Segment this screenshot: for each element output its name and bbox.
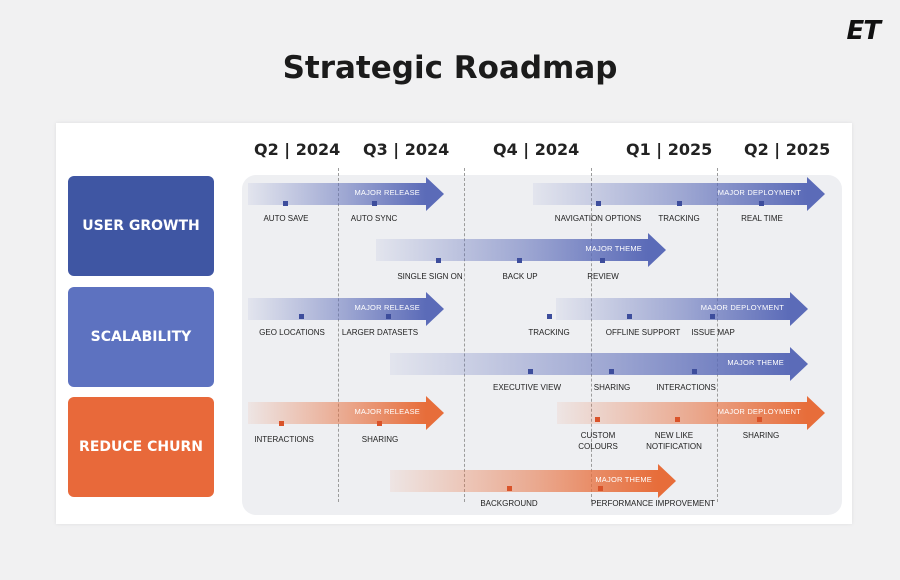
milestone-label: PERFORMANCE IMPROVEMENT — [590, 499, 716, 508]
milestone-marker — [507, 486, 512, 491]
category-reduce-churn: REDUCE CHURN — [68, 397, 214, 497]
arrow-major-release: MAJOR RELEASE — [248, 396, 444, 430]
milestone-marker — [283, 201, 288, 206]
milestone-marker — [377, 421, 382, 426]
milestone-marker — [299, 314, 304, 319]
milestone-marker — [609, 369, 614, 374]
milestone-label: INTERACTIONS — [254, 435, 314, 444]
quarter-divider — [717, 168, 718, 502]
milestone-label: SHARING — [361, 435, 399, 444]
milestone-marker — [372, 201, 377, 206]
milestone-label: ISSUE MAP — [691, 328, 735, 337]
milestone-label: NEW LIKE — [654, 431, 694, 440]
quarter-q4-2024: Q4 | 2024 — [493, 140, 580, 159]
milestone-marker — [675, 417, 680, 422]
milestone-marker — [436, 258, 441, 263]
arrow-label: MAJOR RELEASE — [354, 188, 420, 197]
milestone-marker — [595, 417, 600, 422]
milestone-label: EXECUTIVE VIEW — [492, 383, 562, 392]
quarter-q1-2025: Q1 | 2025 — [626, 140, 713, 159]
milestone-marker — [279, 421, 284, 426]
milestone-marker — [600, 258, 605, 263]
milestone-marker — [692, 369, 697, 374]
arrow-major-theme: MAJOR THEME — [376, 233, 666, 267]
milestone-marker — [596, 201, 601, 206]
quarter-q2-2025: Q2 | 2025 — [744, 140, 831, 159]
arrow-label: MAJOR THEME — [727, 358, 784, 367]
milestone-marker — [386, 314, 391, 319]
milestone-marker — [598, 486, 603, 491]
milestone-marker — [677, 201, 682, 206]
quarter-divider — [338, 168, 339, 502]
milestone-label: LARGER DATASETS — [341, 328, 419, 337]
milestone-marker — [757, 417, 762, 422]
arrow-label: MAJOR THEME — [595, 475, 652, 484]
quarter-q2-2024: Q2 | 2024 — [254, 140, 341, 159]
milestone-label: OFFLINE SUPPORT — [605, 328, 681, 337]
arrow-label: MAJOR RELEASE — [354, 303, 420, 312]
milestone-label: BACKGROUND — [480, 499, 538, 508]
arrow-label: MAJOR DEPLOYMENT — [717, 188, 801, 197]
category-scalability: SCALABILITY — [68, 287, 214, 387]
page-title: Strategic Roadmap — [282, 50, 618, 86]
milestone-label: SHARING — [593, 383, 631, 392]
arrow-major-deployment: MAJOR DEPLOYMENT — [556, 292, 808, 326]
milestone-marker — [547, 314, 552, 319]
milestone-label: CUSTOM — [580, 431, 616, 440]
milestone-label: AUTO SAVE — [263, 214, 309, 223]
arrow-major-release: MAJOR RELEASE — [248, 292, 444, 326]
milestone-label: INTERACTIONS — [656, 383, 716, 392]
milestone-label: TRACKING — [658, 214, 700, 223]
quarter-q3-2024: Q3 | 2024 — [363, 140, 450, 159]
milestone-label: NAVIGATION OPTIONS — [554, 214, 642, 223]
arrow-major-deployment: MAJOR DEPLOYMENT — [557, 396, 825, 430]
quarter-divider — [464, 168, 465, 502]
arrow-major-theme: MAJOR THEME — [390, 464, 676, 498]
timeline-band — [242, 175, 842, 515]
milestone-marker — [759, 201, 764, 206]
milestone-marker — [627, 314, 632, 319]
milestone-marker — [528, 369, 533, 374]
milestone-label: REAL TIME — [741, 214, 783, 223]
milestone-label: REVIEW — [587, 272, 619, 281]
arrow-major-deployment: MAJOR DEPLOYMENT — [533, 177, 825, 211]
milestone-marker — [710, 314, 715, 319]
arrow-label: MAJOR RELEASE — [354, 407, 420, 416]
arrow-label: MAJOR DEPLOYMENT — [717, 407, 801, 416]
milestone-label: TRACKING — [528, 328, 570, 337]
arrow-major-theme: MAJOR THEME — [390, 347, 808, 381]
quarter-divider — [591, 168, 592, 502]
milestone-label: COLOURS — [578, 442, 618, 451]
arrow-major-release: MAJOR RELEASE — [248, 177, 444, 211]
milestone-label: NOTIFICATION — [646, 442, 702, 451]
milestone-label: SHARING — [742, 431, 780, 440]
milestone-label: GEO LOCATIONS — [259, 328, 325, 337]
arrow-label: MAJOR DEPLOYMENT — [700, 303, 784, 312]
arrow-label: MAJOR THEME — [585, 244, 642, 253]
milestone-label: AUTO SYNC — [350, 214, 398, 223]
milestone-label: SINGLE SIGN ON — [397, 272, 463, 281]
category-user-growth: USER GROWTH — [68, 176, 214, 276]
milestone-marker — [517, 258, 522, 263]
milestone-label: BACK UP — [502, 272, 538, 281]
brand-logo: ET — [846, 16, 881, 46]
